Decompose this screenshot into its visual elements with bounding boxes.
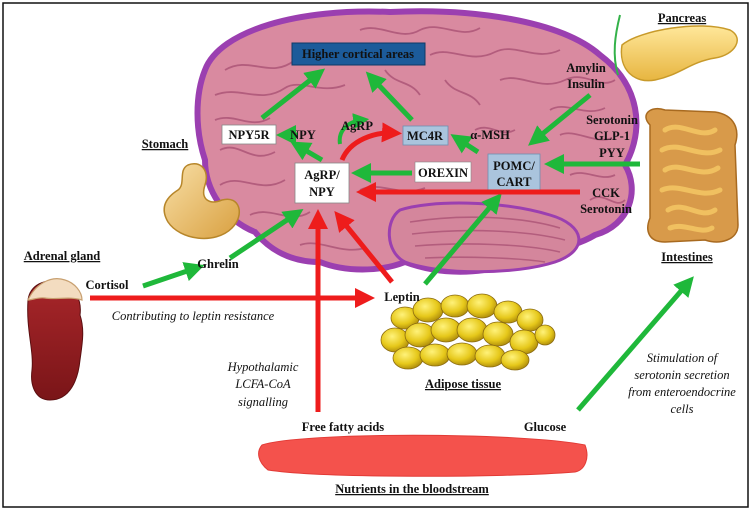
arrow-pomc-mc4r [450, 134, 480, 155]
adipose-tissue-illustration [380, 293, 556, 371]
orexin-label: OREXIN [418, 166, 468, 180]
mc4r-box [402, 125, 449, 146]
pyy-label: PYY [599, 146, 625, 160]
agrp-npy-box [294, 162, 350, 204]
arrow-ghrelin-agrpnpy [228, 209, 304, 261]
pomc-label-1: POMC/ [493, 159, 535, 173]
arrow-cortisol-ghrelin [142, 262, 205, 289]
alpha-msh-label: α-MSH [470, 128, 510, 142]
serotonin-label-a: Serotonin [586, 113, 638, 127]
glp1-label: GLP-1 [594, 129, 630, 143]
leptin-label: Leptin [384, 290, 419, 304]
higher-cortical-box [291, 42, 426, 66]
pancreas-label: Pancreas [658, 11, 707, 25]
arrow-agrp-mc4r [339, 122, 402, 162]
agrp-npy-label-1: AgRP/ [304, 168, 340, 182]
free-fatty-acids-label: Free fatty acids [302, 420, 385, 434]
mc4r-label: MC4R [407, 129, 444, 143]
stimulation-label-4: cells [671, 402, 694, 416]
pancreas-illustration [613, 14, 738, 82]
stimulation-label-2: serotonin secretion [634, 368, 729, 382]
arrow-leptin-pomc [423, 193, 502, 286]
hypothalamic-label-3: signalling [238, 395, 288, 409]
arrow-agrpnpy-npy5r [290, 141, 324, 163]
stomach-label: Stomach [142, 137, 189, 151]
pomc-label-2: CART [497, 175, 533, 189]
amylin-label: Amylin [566, 61, 606, 75]
hypothalamic-label-2: LCFA-CoA [234, 377, 291, 391]
stimulation-label-3: from enteroendocrine [628, 385, 736, 399]
glucose-label: Glucose [524, 420, 567, 434]
insulin-label: Insulin [567, 77, 605, 91]
nutrients-label: Nutrients in the bloodstream [335, 482, 489, 496]
hypothalamic-label-1: Hypothalamic [227, 360, 299, 374]
npy-label: NPY [290, 128, 316, 142]
orexin-box [414, 161, 472, 183]
stimulation-label-1: Stimulation of [647, 351, 719, 365]
higher-cortical-label: Higher cortical areas [302, 47, 414, 61]
adrenal-gland-illustration [27, 278, 84, 401]
npy5r-box [221, 124, 277, 145]
arrow-mc4r-cortical [365, 71, 414, 122]
cortisol-label: Cortisol [85, 278, 129, 292]
agrp-npy-label-2: NPY [309, 185, 335, 199]
bloodstream-band [258, 434, 588, 477]
intestines-illustration [645, 108, 739, 243]
arrow-npy5r-cortical [260, 68, 326, 120]
adipose-tissue-label: Adipose tissue [425, 377, 502, 391]
arrow-agrp-label-loop [337, 113, 370, 145]
intestines-label: Intestines [661, 250, 713, 264]
ghrelin-label: Ghrelin [197, 257, 238, 271]
arrow-leptin-agrpnpy [334, 211, 394, 284]
arrow-pancreas-pomc [528, 93, 592, 146]
leptin-resistance-label: Contributing to leptin resistance [112, 309, 275, 323]
arrow-glucose-intestines [576, 276, 694, 412]
adrenal-gland-label: Adrenal gland [24, 249, 101, 263]
agrp-label: AgRP [341, 119, 373, 133]
npy5r-label: NPY5R [229, 128, 271, 142]
serotonin-label-b: Serotonin [580, 202, 632, 216]
stomach-illustration [163, 163, 241, 240]
cck-label: CCK [592, 186, 620, 200]
